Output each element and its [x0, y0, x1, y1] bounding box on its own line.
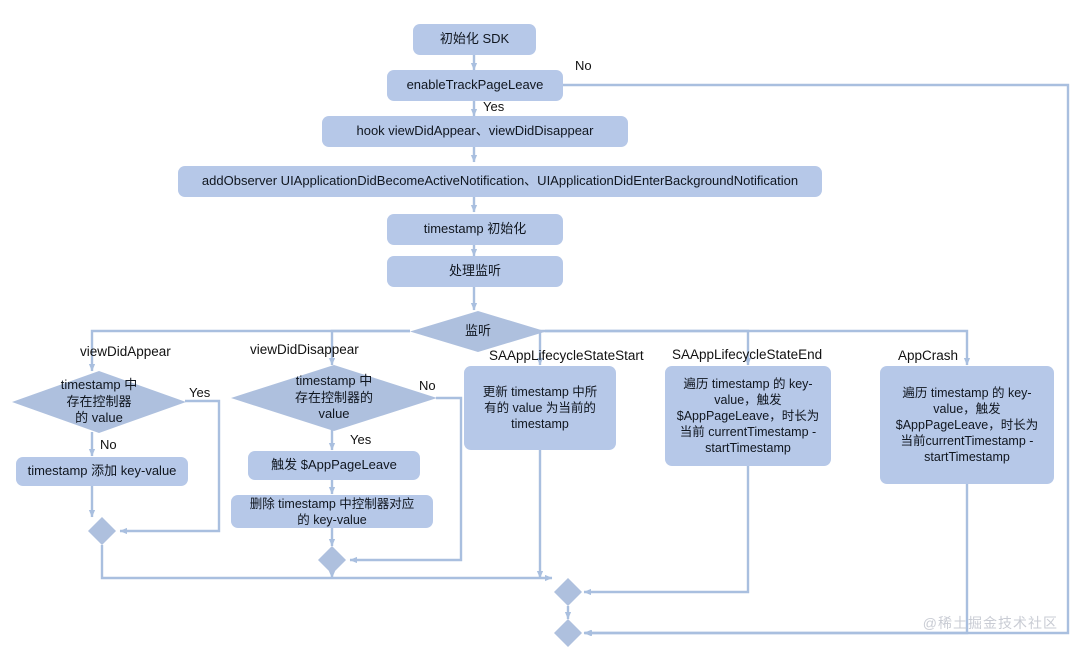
node-remove-key-value: 删除 timestamp 中控制器对应 的 key-value [231, 495, 433, 528]
decision-disappear-has-value: timestamp 中 存在控制器的 value [231, 365, 437, 431]
node-label: 更新 timestamp 中所 有的 value 为当前的 timestamp [482, 385, 598, 431]
node-handle-listen: 处理监听 [387, 256, 563, 287]
edge-label-disappear-yes: Yes [350, 432, 372, 447]
branch-label-view-did-disappear: viewDidDisappear [250, 342, 359, 357]
node-trigger-app-page-leave: 触发 $AppPageLeave [248, 451, 420, 480]
node-label: enableTrackPageLeave [406, 77, 544, 93]
edge-label-appear-yes: Yes [189, 385, 211, 400]
decision-appear-has-value: timestamp 中 存在控制器 的 value [12, 371, 186, 433]
edge-label-enable-yes: Yes [483, 99, 505, 114]
branch-label-state-start: SAAppLifecycleStateStart [489, 348, 644, 363]
edge-label-enable-no: No [575, 58, 592, 73]
node-app-crash-traverse: 遍历 timestamp 的 key- value，触发 $AppPageLea… [880, 366, 1054, 484]
node-timestamp-init: timestamp 初始化 [387, 214, 563, 245]
node-label: 触发 $AppPageLeave [271, 457, 397, 473]
node-label: 删除 timestamp 中控制器对应 的 key-value [249, 496, 415, 527]
node-label: 初始化 SDK [439, 31, 510, 47]
node-enable-track-page-leave: enableTrackPageLeave [387, 70, 563, 101]
node-timestamp-add-key-value: timestamp 添加 key-value [16, 457, 188, 486]
node-label: 处理监听 [448, 263, 501, 279]
node-label: 遍历 timestamp 的 key- value，触发 $AppPageLea… [895, 386, 1039, 464]
branch-label-view-did-appear: viewDidAppear [80, 344, 171, 359]
node-label: timestamp 初始化 [423, 221, 527, 237]
node-state-end-traverse: 遍历 timestamp 的 key- value，触发 $AppPageLea… [665, 366, 831, 466]
edge-label-appear-no: No [100, 437, 117, 452]
node-label: timestamp 中 存在控制器的 value [294, 373, 373, 422]
node-label: 遍历 timestamp 的 key- value，触发 $AppPageLea… [676, 377, 820, 455]
decision-listen: 监听 [410, 311, 546, 352]
edge-label-disappear-no: No [419, 378, 436, 393]
branch-label-state-end: SAAppLifecycleStateEnd [672, 347, 823, 362]
node-label: timestamp 中 存在控制器 的 value [60, 377, 138, 426]
node-init-sdk: 初始化 SDK [413, 24, 536, 55]
node-add-observer: addObserver UIApplicationDidBecomeActive… [178, 166, 822, 197]
node-hook-lifecycle: hook viewDidAppear、viewDidDisappear [322, 116, 628, 147]
node-label: addObserver UIApplicationDidBecomeActive… [201, 173, 799, 189]
node-label: timestamp 添加 key-value [27, 463, 177, 479]
branch-label-app-crash: AppCrash [898, 348, 959, 363]
node-label: hook viewDidAppear、viewDidDisappear [356, 123, 594, 139]
node-label: 监听 [464, 323, 491, 339]
watermark: @稀土掘金技术社区 [922, 615, 1058, 631]
node-update-all-values: 更新 timestamp 中所 有的 value 为当前的 timestamp [464, 366, 616, 450]
